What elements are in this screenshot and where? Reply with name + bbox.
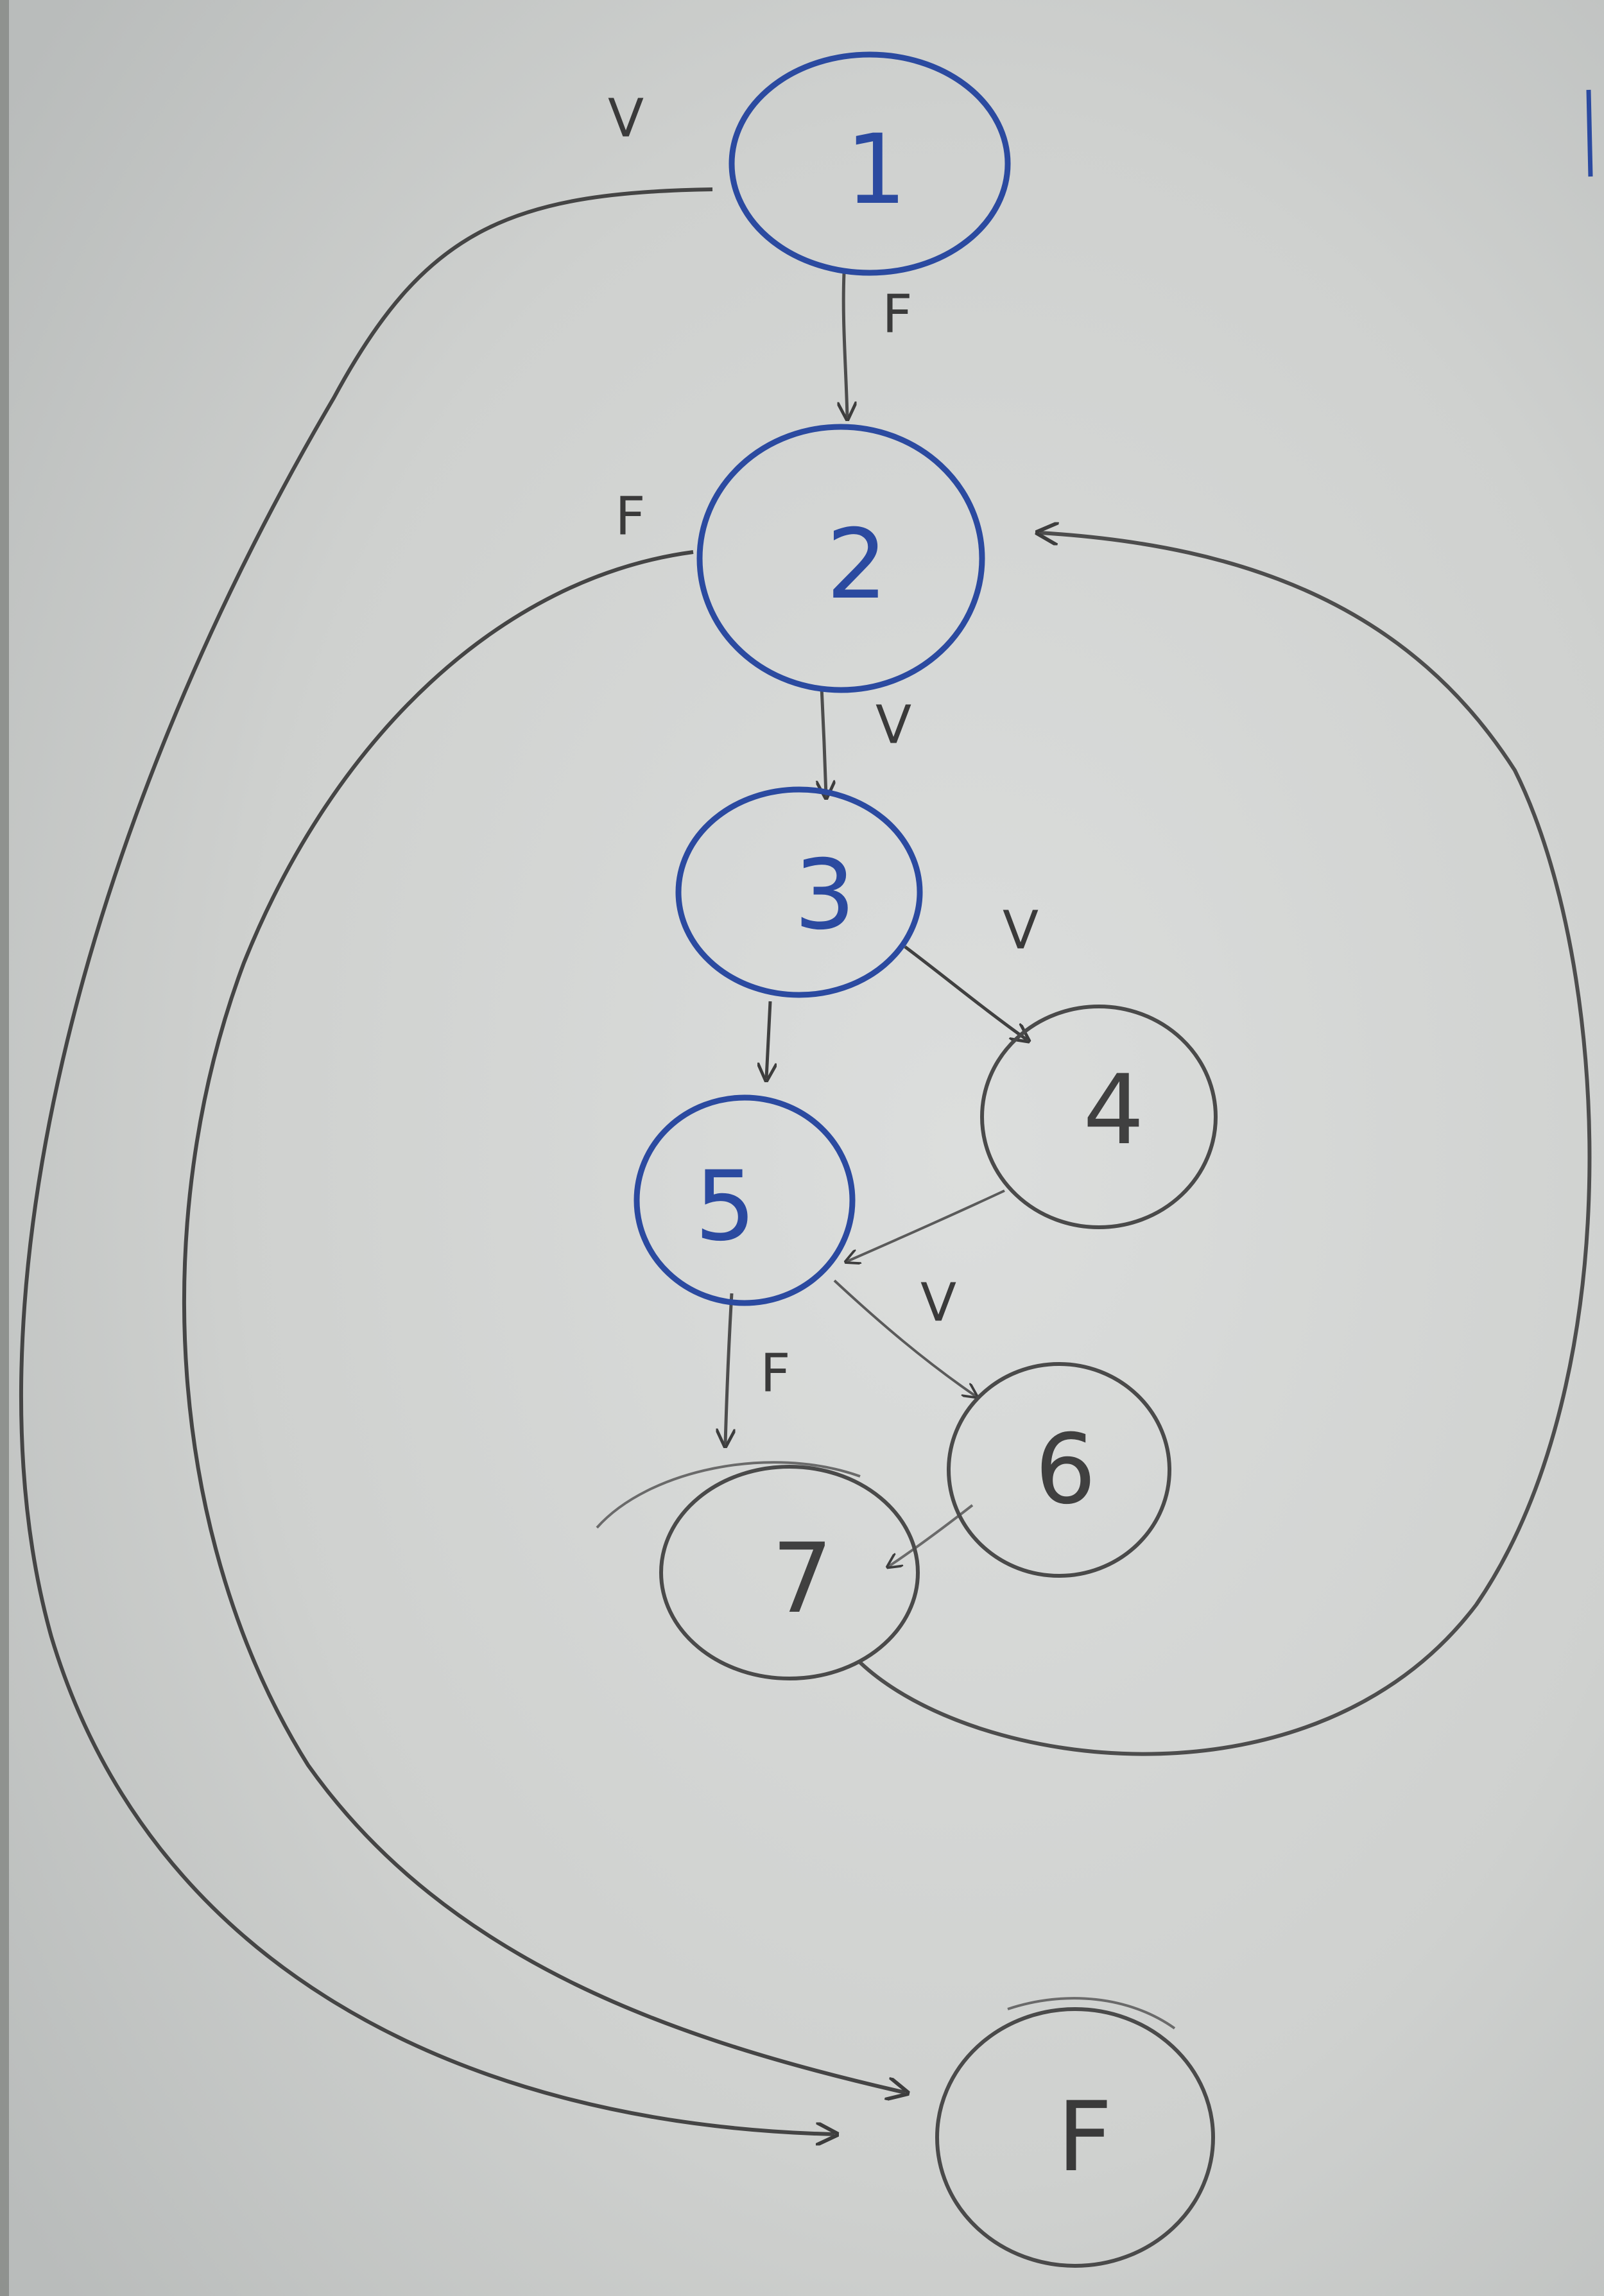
- edge-3-to-5: [766, 1001, 770, 1078]
- edge-label-5-6: V: [920, 1273, 956, 1334]
- edge-2-to-F: [182, 550, 905, 2093]
- node-4-label: 4: [1083, 1055, 1144, 1166]
- edge-5-to-7: [725, 1293, 732, 1444]
- edge-1-to-2: [843, 272, 847, 417]
- board-left-edge: [0, 0, 9, 2296]
- node-7-label: 7: [772, 1523, 832, 1635]
- edge-7-to-2: [858, 533, 1592, 1756]
- node-2-label: 2: [826, 509, 887, 621]
- node-6-label: 6: [1035, 1414, 1096, 1526]
- edge-label-2-F: F: [615, 487, 645, 548]
- node-6: 6: [947, 1362, 1171, 1578]
- edge-6-to-7: [889, 1504, 974, 1566]
- edge-5-to-6: [833, 1279, 976, 1396]
- edge-mark-right: [1586, 89, 1593, 177]
- node-4: 4: [980, 1005, 1218, 1229]
- edge-4-to-5: [847, 1189, 1005, 1261]
- node-5: 5: [634, 1094, 856, 1306]
- node-3: 3: [675, 786, 923, 998]
- node-F-label: F: [1057, 2082, 1112, 2193]
- node-3-label: 3: [794, 840, 855, 951]
- edge-label-2-3: V: [875, 695, 911, 756]
- node-1-label: 1: [845, 114, 906, 226]
- node-2: 2: [696, 424, 985, 693]
- node-F-extra-stroke: [1007, 1997, 1176, 2030]
- node-7: 7: [596, 1461, 920, 1680]
- node-F: F: [935, 1997, 1215, 2268]
- edge-1-to-F: [19, 187, 834, 2134]
- edge-label-3-4: V: [1003, 901, 1039, 962]
- node-5-label: 5: [694, 1151, 755, 1263]
- edge-label-1-2: F: [882, 284, 912, 345]
- edge-2-to-3: [822, 686, 826, 796]
- edge-label-5-7: F: [760, 1343, 790, 1404]
- edge-3-to-4: [904, 945, 1027, 1040]
- node-7-extra-stroke: [596, 1461, 861, 1529]
- edge-label-1-F: V: [608, 89, 644, 150]
- node-1: 1: [729, 51, 1011, 276]
